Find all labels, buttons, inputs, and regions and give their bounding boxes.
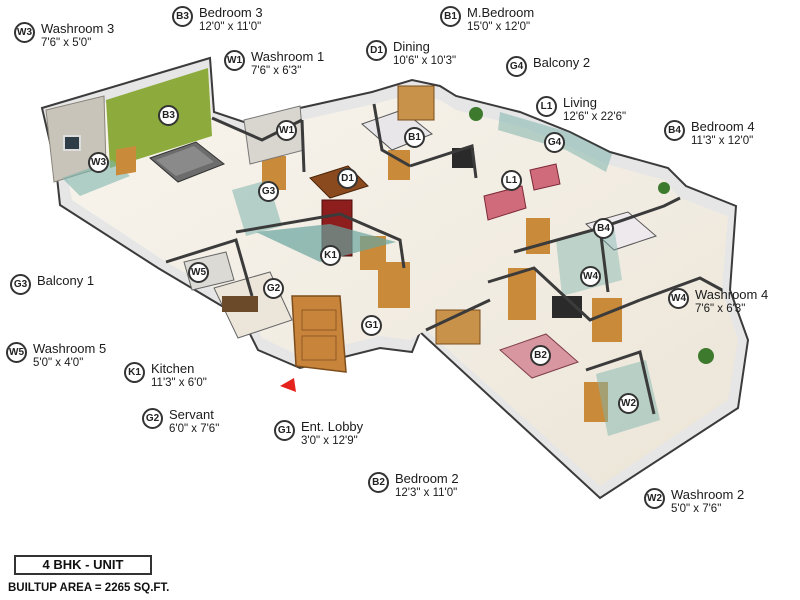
marker-b3: B3 (158, 105, 179, 126)
washroom4-dim: 7'6" x 6'3" (695, 303, 746, 315)
washroom5-name: Washroom 5 (33, 341, 107, 356)
badge-g3: G3 (10, 274, 31, 295)
badge-w1: W1 (224, 50, 245, 71)
washroom1-name: Washroom 1 (251, 49, 325, 64)
washroom2-name: Washroom 2 (671, 487, 745, 502)
badge-w2: W2 (644, 488, 665, 509)
marker-w3: W3 (88, 152, 109, 173)
master-bedroom-wardrobe (397, 85, 435, 121)
marker-b1: B1 (404, 127, 425, 148)
badge-g1: G1 (274, 420, 295, 441)
entrance-lobby-name: Ent. Lobby (301, 419, 364, 434)
badge-b4: B4 (664, 120, 685, 141)
marker-w1: W1 (276, 120, 297, 141)
bedroom2-dim: 12'3" x 11'0" (395, 487, 458, 499)
master-bedroom-name: M.Bedroom (467, 5, 535, 20)
door-washroom4 (592, 298, 622, 342)
marker-g1: G1 (361, 315, 382, 336)
marker-b2: B2 (530, 345, 551, 366)
badge-w5: W5 (6, 342, 27, 363)
living-armchair (529, 163, 561, 191)
label-balcony1: G3 Balcony 1 (10, 274, 94, 295)
master-bedroom-dim: 15'0" x 12'0" (467, 21, 531, 33)
washroom3-window (63, 135, 81, 151)
kitchen-dim: 11'3" x 6'0" (151, 377, 207, 389)
main-entrance-door (291, 295, 347, 373)
label-balcony2: G4 Balcony 2 (506, 56, 590, 77)
badge-b3: B3 (172, 6, 193, 27)
marker-g2: G2 (263, 278, 284, 299)
badge-d1: D1 (366, 40, 387, 61)
marker-d1: D1 (337, 168, 358, 189)
washroom5-dim: 5'0" x 4'0" (33, 357, 84, 369)
marker-w5: W5 (188, 262, 209, 283)
badge-b2: B2 (368, 472, 389, 493)
bedroom3-name: Bedroom 3 (199, 5, 263, 20)
washroom4-name: Washroom 4 (695, 287, 769, 302)
bedroom2-name: Bedroom 2 (395, 471, 459, 486)
marker-g4: G4 (544, 132, 565, 153)
washroom3-glass (62, 160, 130, 196)
badge-b1: B1 (440, 6, 461, 27)
builtup-area: BUILTUP AREA = 2265 SQ.FT. (8, 582, 170, 594)
living-dim: 12'6" x 22'6" (563, 111, 627, 123)
marker-b4: B4 (593, 218, 614, 239)
badge-w3: W3 (14, 22, 35, 43)
washroom3-name: Washroom 3 (41, 21, 115, 36)
door-bedroom2 (508, 268, 536, 320)
servant-name: Servant (169, 407, 214, 422)
bedroom3-dim: 12'0" x 11'0" (199, 21, 262, 33)
washroom3-dim: 7'6" x 5'0" (41, 37, 92, 49)
living-name: Living (563, 95, 597, 110)
entry-arrow (280, 378, 296, 392)
kitchen-name: Kitchen (151, 361, 195, 376)
bedroom4-name: Bedroom 4 (691, 119, 755, 134)
plant-2 (658, 182, 670, 194)
balcony2-name: Balcony 2 (533, 55, 591, 70)
badge-g2: G2 (142, 408, 163, 429)
marker-w2: W2 (618, 393, 639, 414)
door-bedroom3 (116, 146, 136, 176)
unit-type-box: 4 BHK - UNIT (14, 555, 152, 575)
servant-desk (222, 296, 258, 312)
balcony1-name: Balcony 1 (37, 273, 95, 288)
badge-w4: W4 (668, 288, 689, 309)
badge-l1: L1 (536, 96, 557, 117)
plant-3 (698, 348, 714, 364)
dining-dim: 10'6" x 10'3" (393, 55, 457, 67)
entrance-lobby-dim: 3'0" x 12'9" (301, 435, 358, 447)
living-tv (452, 148, 474, 168)
marker-w4: W4 (580, 266, 601, 287)
servant-dim: 6'0" x 7'6" (169, 423, 220, 435)
kitchen-counter (256, 224, 396, 262)
dining-name: Dining (393, 39, 430, 54)
plant-1 (469, 107, 483, 121)
badge-g4: G4 (506, 56, 527, 77)
marker-l1: L1 (501, 170, 522, 191)
badge-k1: K1 (124, 362, 145, 383)
washroom2-dim: 5'0" x 7'6" (671, 503, 722, 515)
marker-g3: G3 (258, 181, 279, 202)
bedroom2-tv (552, 296, 582, 318)
washroom1-dim: 7'6" x 6'3" (251, 65, 302, 77)
marker-k1: K1 (320, 245, 341, 266)
bedroom4-dim: 11'3" x 12'0" (691, 135, 754, 147)
